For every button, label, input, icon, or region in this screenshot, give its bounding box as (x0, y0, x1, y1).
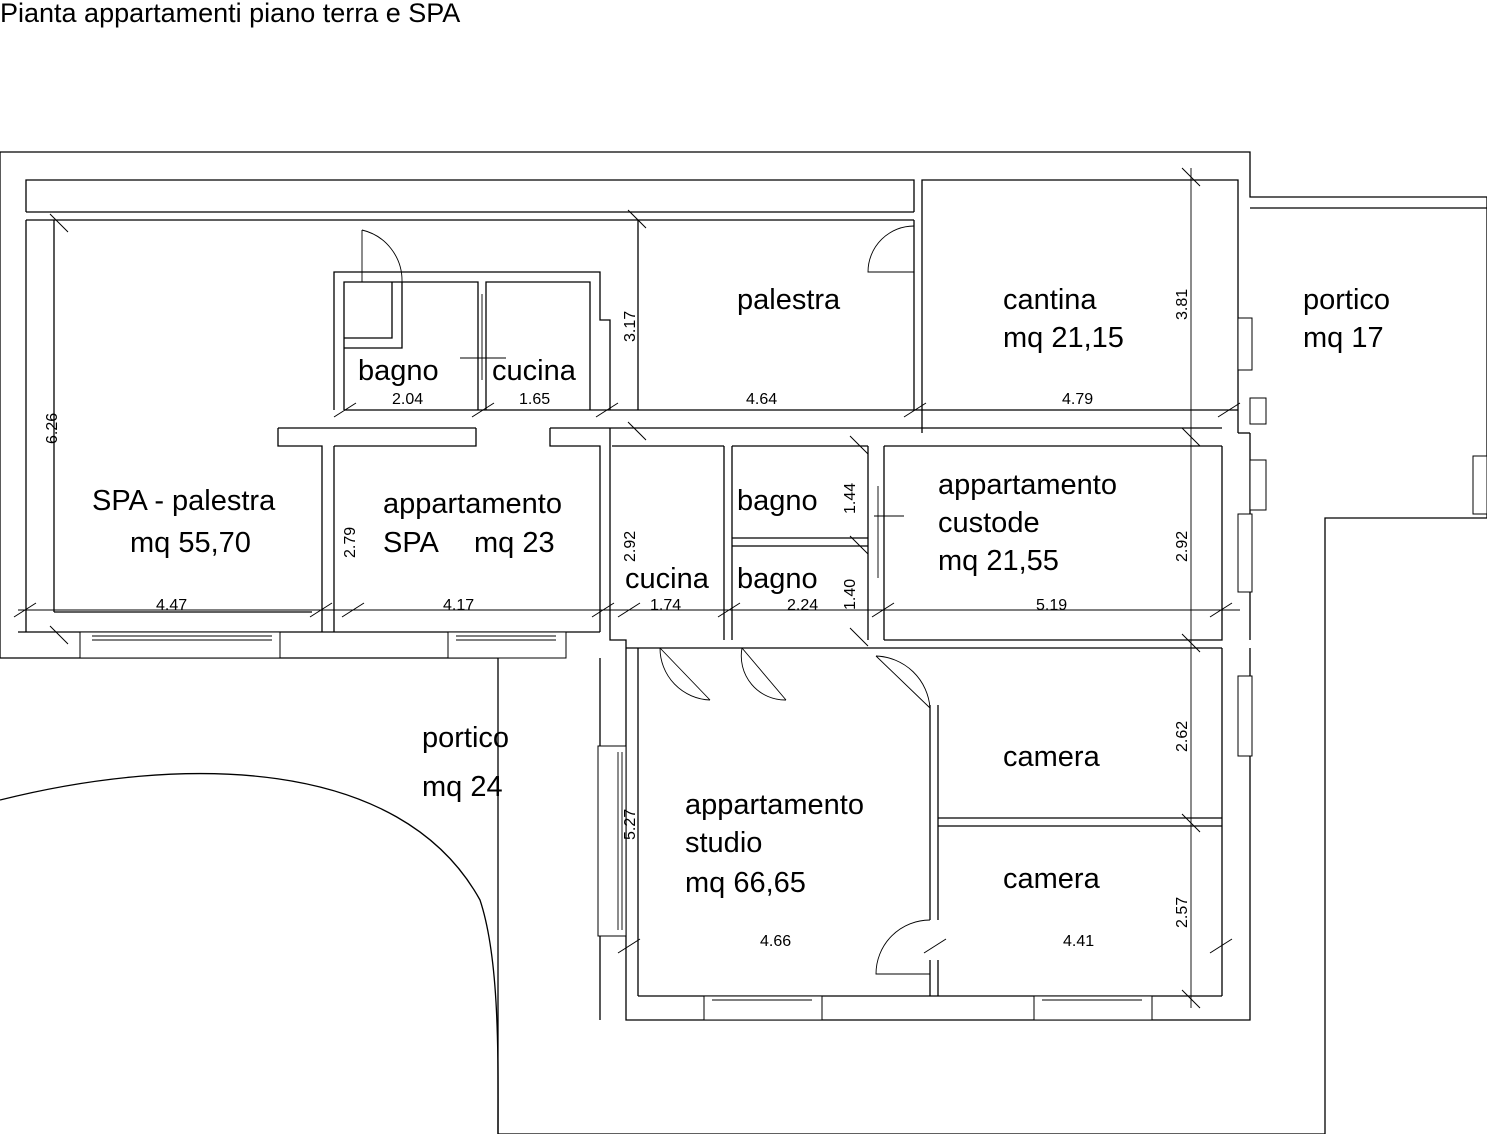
room-appartamento-studio-area: mq 66,65 (685, 867, 806, 899)
room-appartamento-spa-name: appartamento (383, 488, 562, 520)
room-appartamento-studio-name2: studio (685, 827, 762, 859)
dim-palestra-width: 4.64 (746, 391, 777, 408)
dim-camera2-height: 2.57 (1174, 897, 1191, 928)
doors (361, 225, 931, 975)
dimension-labels: 4.47 6.26 2.04 1.65 3.17 4.64 4.79 3.81 … (44, 289, 1191, 950)
dim-bagno-mid-width: 2.24 (787, 597, 818, 614)
room-cantina-area: mq 21,15 (1003, 322, 1124, 354)
room-bagno-mid-1: bagno (737, 485, 818, 517)
room-portico-south-area: mq 24 (422, 771, 503, 803)
room-appartamento-studio-name: appartamento (685, 789, 864, 821)
room-portico-south-name: portico (422, 722, 509, 754)
room-appartamento-spa-name2: SPA (383, 527, 440, 559)
dim-app-spa-width: 4.17 (443, 597, 474, 614)
dim-cucina-mid-width: 1.74 (650, 597, 681, 614)
room-spa-palestra-area: mq 55,70 (130, 527, 251, 559)
room-cucina-mid: cucina (625, 563, 710, 595)
dim-cucina-top-width: 1.65 (519, 391, 550, 408)
room-appartamento-custode-name2: custode (938, 507, 1040, 539)
dim-spa-width: 4.47 (156, 597, 187, 614)
room-appartamento-custode-area: mq 21,55 (938, 545, 1059, 577)
room-palestra: palestra (737, 284, 841, 316)
dim-custode-height: 2.92 (1174, 531, 1191, 562)
windows (79, 317, 1487, 1021)
plan-title: Pianta appartamenti piano terra e SPA (0, 0, 460, 28)
room-appartamento-custode-name: appartamento (938, 469, 1117, 501)
dim-camera1-height: 2.62 (1174, 721, 1191, 752)
dim-cantina-height: 3.81 (1174, 289, 1191, 320)
room-portico-east-name: portico (1303, 284, 1390, 316)
room-cucina-top: cucina (492, 355, 577, 387)
dimension-lines (13, 167, 1241, 1009)
dim-spa-height: 6.26 (44, 413, 61, 444)
room-camera-1: camera (1003, 741, 1101, 773)
dim-custode-width: 5.19 (1036, 597, 1067, 614)
room-labels: SPA - palestra mq 55,70 bagno cucina pal… (92, 284, 1390, 899)
dim-palestra-height: 3.17 (622, 311, 639, 342)
dim-bagno1-height: 1.44 (842, 483, 859, 514)
room-portico-east-area: mq 17 (1303, 322, 1384, 354)
dim-studio-height: 5.27 (622, 809, 639, 840)
dim-bagno-width: 2.04 (392, 391, 423, 408)
dim-bagno2-height: 1.40 (842, 579, 859, 610)
room-bagno-mid-2: bagno (737, 563, 818, 595)
room-bagno-top: bagno (358, 355, 439, 387)
dim-studio-width: 4.66 (760, 933, 791, 950)
room-camera-2: camera (1003, 863, 1101, 895)
room-appartamento-spa-area: mq 23 (474, 527, 555, 559)
dim-camera2-width: 4.41 (1063, 933, 1094, 950)
room-spa-palestra-name: SPA - palestra (92, 485, 276, 517)
walls (0, 151, 1487, 1134)
room-cantina-name: cantina (1003, 284, 1097, 316)
dim-cucina-mid-height: 2.92 (622, 531, 639, 562)
dim-app-spa-height: 2.79 (342, 527, 359, 558)
dim-cantina-width: 4.79 (1062, 391, 1093, 408)
